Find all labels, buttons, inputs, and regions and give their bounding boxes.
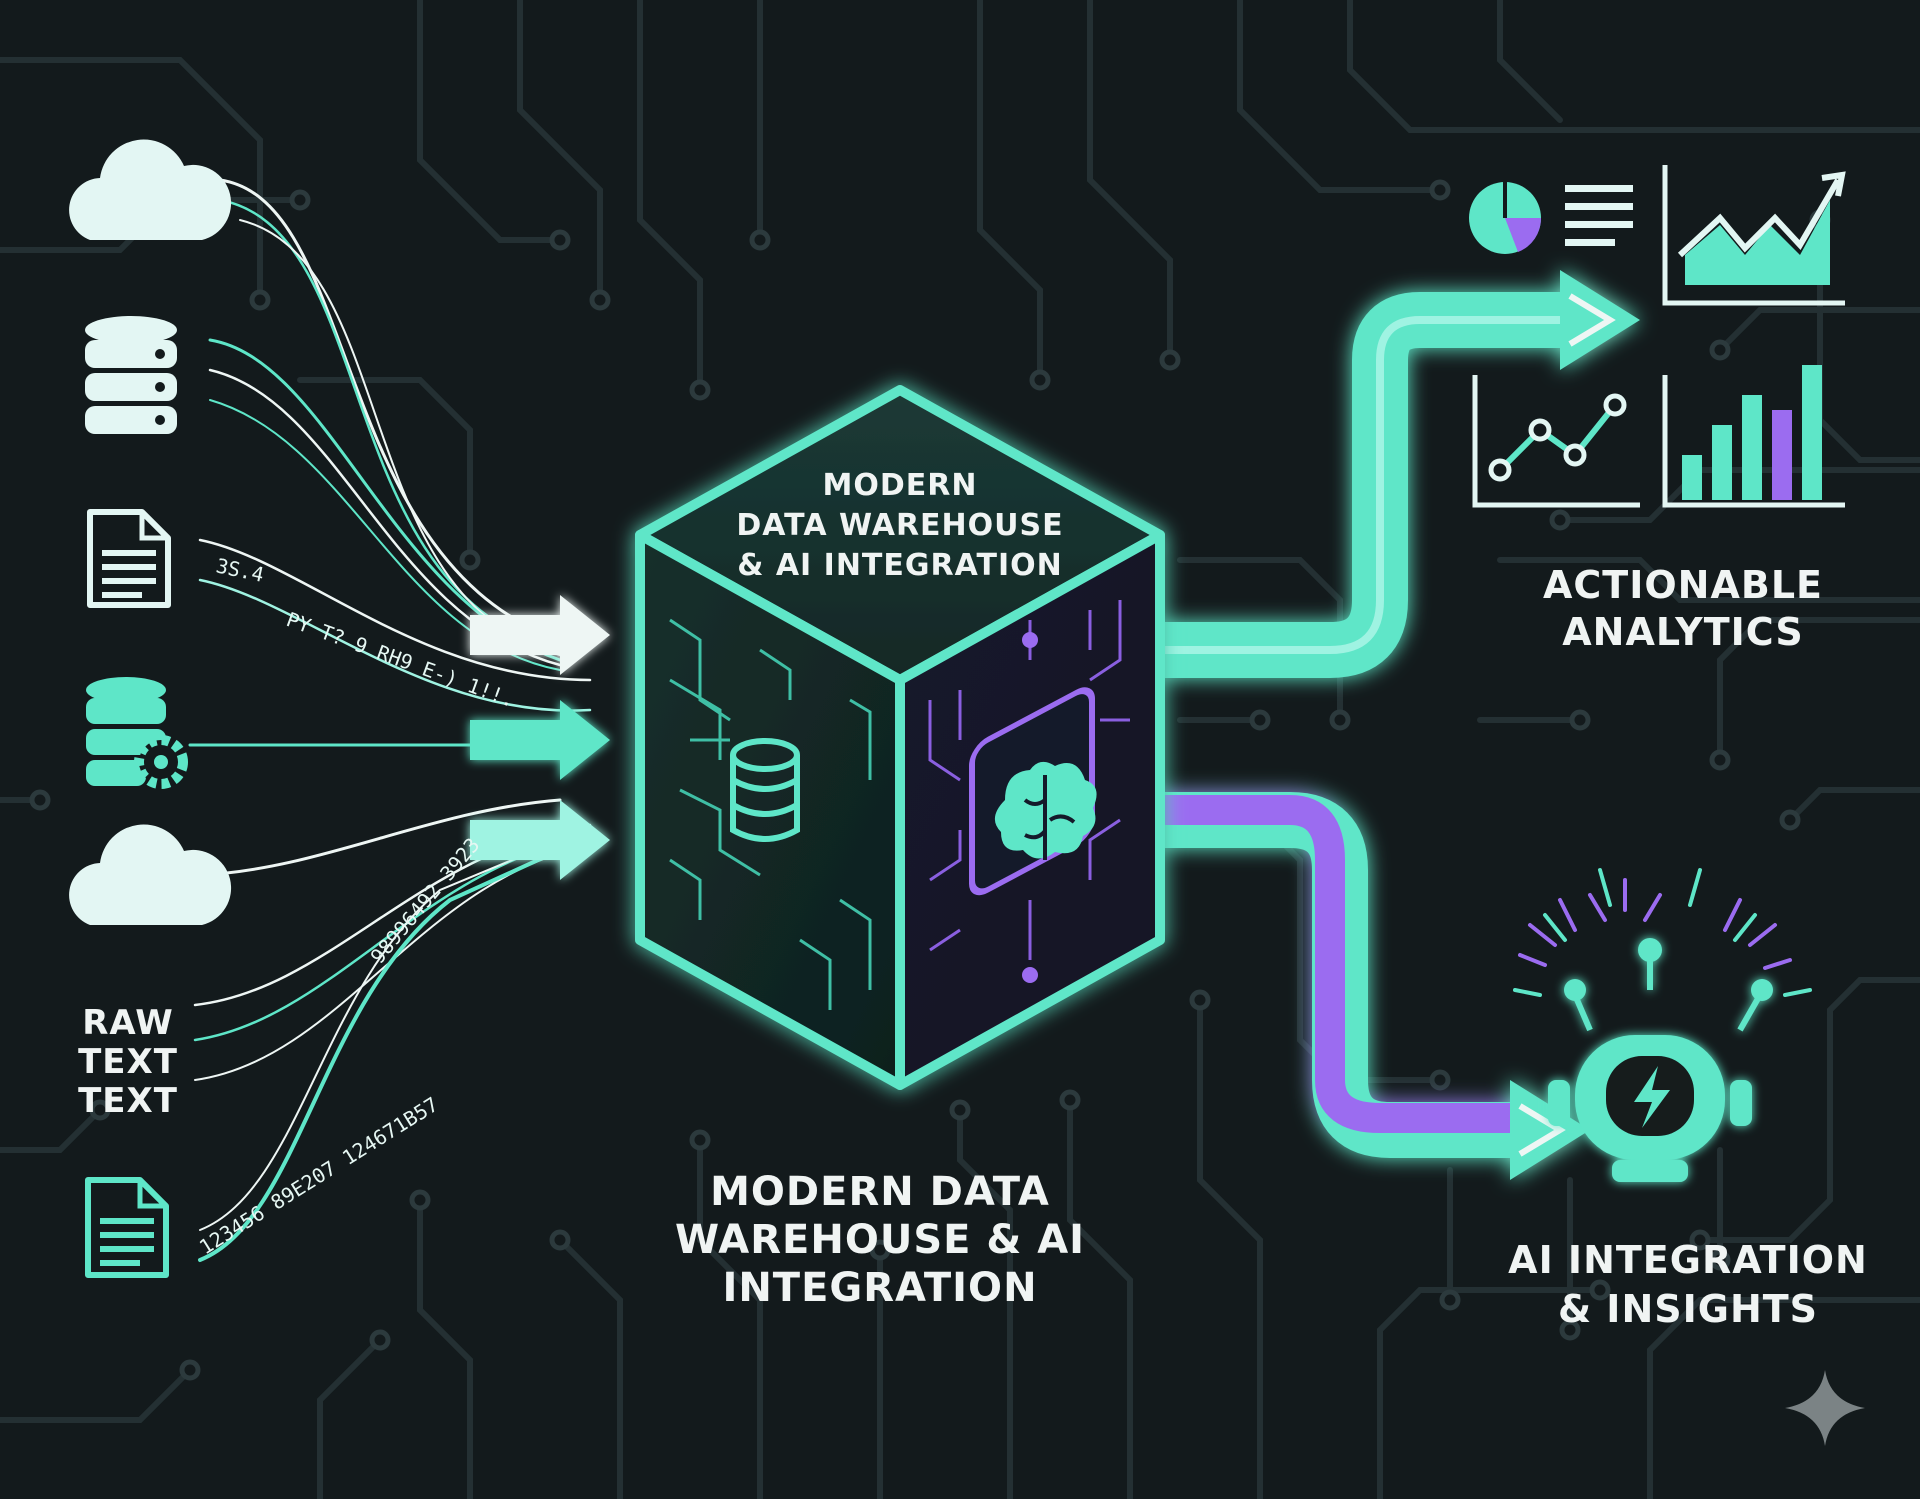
svg-text:MODERN: MODERN [823, 468, 978, 503]
database-icon [85, 316, 177, 434]
svg-text:TEXT: TEXT [78, 1042, 178, 1082]
brain-chip-icon [969, 687, 1097, 896]
input-arrows [470, 595, 610, 880]
cube-right-circuit [928, 600, 1130, 960]
data-warehouse-cube: MODERN DATA WAREHOUSE & AI INTEGRATION [635, 385, 1165, 1090]
svg-text:ANALYTICS: ANALYTICS [1562, 610, 1803, 654]
circuit-node [1022, 632, 1038, 648]
cube-database-icon [730, 738, 800, 842]
bar-chart-icon [1662, 365, 1845, 508]
circuit-node [1022, 967, 1038, 983]
svg-text:INTEGRATION: INTEGRATION [722, 1265, 1037, 1311]
insights-label: AI INTEGRATION & INSIGHTS [1508, 1238, 1868, 1331]
database-gear-icon [86, 677, 188, 789]
raw-text-label: RAW TEXT TEXT [78, 1003, 178, 1121]
svg-text:AI INTEGRATION: AI INTEGRATION [1508, 1238, 1868, 1282]
svg-text:WAREHOUSE & AI: WAREHOUSE & AI [675, 1217, 1085, 1263]
pie-chart-icon [1469, 182, 1633, 254]
sparkle-icon [1785, 1370, 1865, 1446]
insights-flow-arrow [1150, 792, 1590, 1180]
center-caption: MODERN DATA WAREHOUSE & AI INTEGRATION [675, 1169, 1085, 1311]
document-icon-2 [85, 1177, 169, 1278]
svg-text:& AI INTEGRATION: & AI INTEGRATION [737, 548, 1063, 583]
robot-bolt-icon [1513, 868, 1812, 1182]
stream-text-1: 3S.4 [214, 553, 266, 586]
svg-text:& INSIGHTS: & INSIGHTS [1558, 1287, 1818, 1331]
document-icon [87, 509, 171, 608]
cube-left-circuit [669, 618, 872, 1010]
analytics-flow-arrow [1150, 270, 1640, 678]
trend-chart-icon [1662, 165, 1846, 306]
cloud-icon [69, 139, 232, 240]
analytics-label: ACTIONABLE ANALYTICS [1543, 563, 1823, 654]
cloud-icon-2 [69, 824, 232, 925]
svg-text:DATA WAREHOUSE: DATA WAREHOUSE [736, 508, 1063, 543]
stream-text-4: 123456 89E207 124671B57 [195, 1092, 443, 1259]
line-chart-icon [1472, 375, 1640, 508]
svg-text:ACTIONABLE: ACTIONABLE [1543, 563, 1823, 607]
svg-text:TEXT: TEXT [78, 1081, 178, 1121]
svg-text:RAW: RAW [82, 1003, 173, 1043]
cube-top-label: MODERN DATA WAREHOUSE & AI INTEGRATION [736, 468, 1063, 583]
svg-text:MODERN DATA: MODERN DATA [710, 1169, 1050, 1215]
